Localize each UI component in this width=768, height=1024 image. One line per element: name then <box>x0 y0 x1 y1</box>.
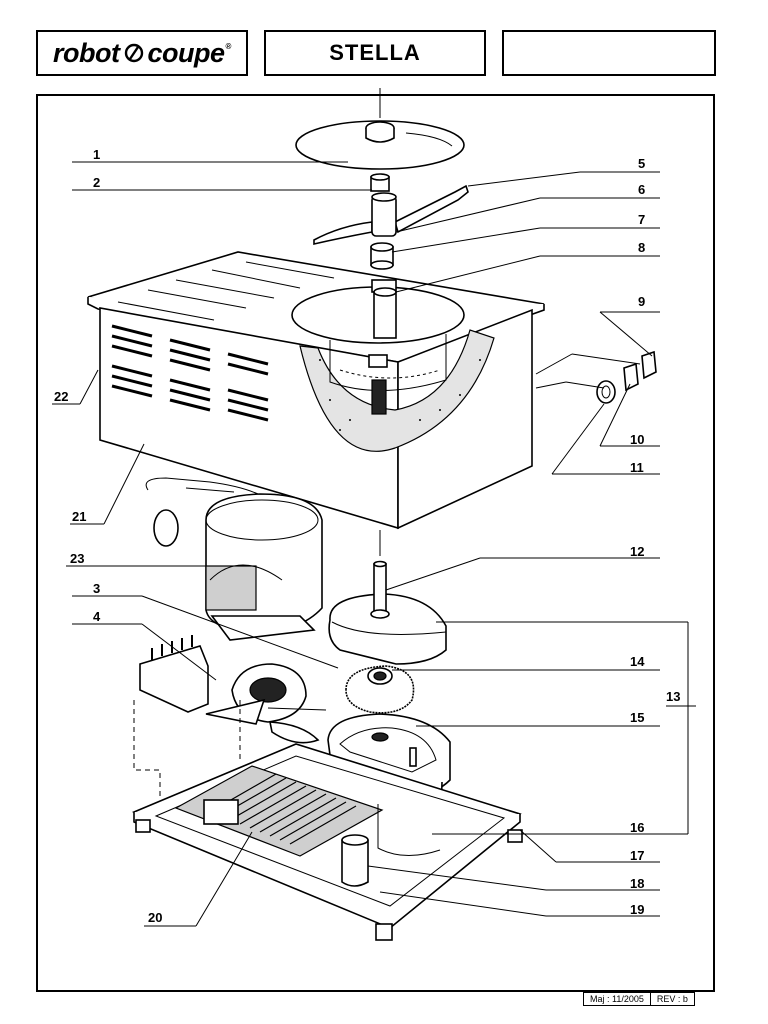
part-2-coupling <box>370 173 390 192</box>
part-5-paddle <box>313 184 469 246</box>
part-21-cabinet <box>87 251 545 530</box>
callout-19: 19 <box>630 902 644 917</box>
callout-9: 9 <box>638 294 645 309</box>
revision-footer: Maj : 11/2005 REV : b <box>583 992 695 1006</box>
leader-lines <box>52 161 696 927</box>
callout-17: 17 <box>630 848 644 863</box>
callout-6: 6 <box>638 182 645 197</box>
callout-2: 2 <box>93 175 100 190</box>
brand-logo-box: robot coupe ® <box>36 30 248 76</box>
revision-number: REV : b <box>649 993 694 1005</box>
callout-labels: 1 2 3 4 5 6 7 8 9 10 11 12 13 14 15 16 1… <box>54 147 680 925</box>
callout-14: 14 <box>630 654 645 669</box>
part-1-lid <box>295 120 465 170</box>
model-title-box: STELLA <box>264 30 486 76</box>
reference-box <box>502 30 716 76</box>
callout-23: 23 <box>70 551 84 566</box>
callout-15: 15 <box>630 710 644 725</box>
diagram-frame <box>36 94 715 992</box>
callout-8: 8 <box>638 240 645 255</box>
callout-20: 20 <box>148 910 162 925</box>
callout-3: 3 <box>93 581 100 596</box>
model-title: STELLA <box>329 40 421 65</box>
revision-date: Maj : 11/2005 <box>590 994 644 1004</box>
part-19-base <box>131 743 523 941</box>
callout-4: 4 <box>93 609 101 624</box>
registered-mark: ® <box>225 41 232 51</box>
callout-21: 21 <box>72 509 86 524</box>
callout-18: 18 <box>630 876 644 891</box>
brand-name-part2: coupe <box>147 37 226 68</box>
assembly-guide-line <box>133 700 161 800</box>
callout-16: 16 <box>630 820 644 835</box>
part-3-4-fan <box>139 635 327 744</box>
callout-13: 13 <box>666 689 680 704</box>
part-14-gear <box>345 665 415 714</box>
brand-swirl-icon <box>124 43 143 63</box>
part-23-compressor <box>145 477 323 641</box>
part-7-8-shaft <box>371 279 397 339</box>
callout-7: 7 <box>638 212 645 227</box>
brand-name-part1: robot <box>53 37 120 68</box>
callout-10: 10 <box>630 432 644 447</box>
callout-12: 12 <box>630 544 644 559</box>
part-6-ring <box>370 242 394 270</box>
callout-11: 11 <box>630 460 644 475</box>
callout-22: 22 <box>54 389 68 404</box>
callout-1: 1 <box>93 147 100 162</box>
part-9-10-11-clips <box>596 350 657 404</box>
brand-logo: robot coupe ® <box>53 38 231 69</box>
part-12-gearbox-cover <box>328 560 447 665</box>
callout-5: 5 <box>638 156 645 171</box>
